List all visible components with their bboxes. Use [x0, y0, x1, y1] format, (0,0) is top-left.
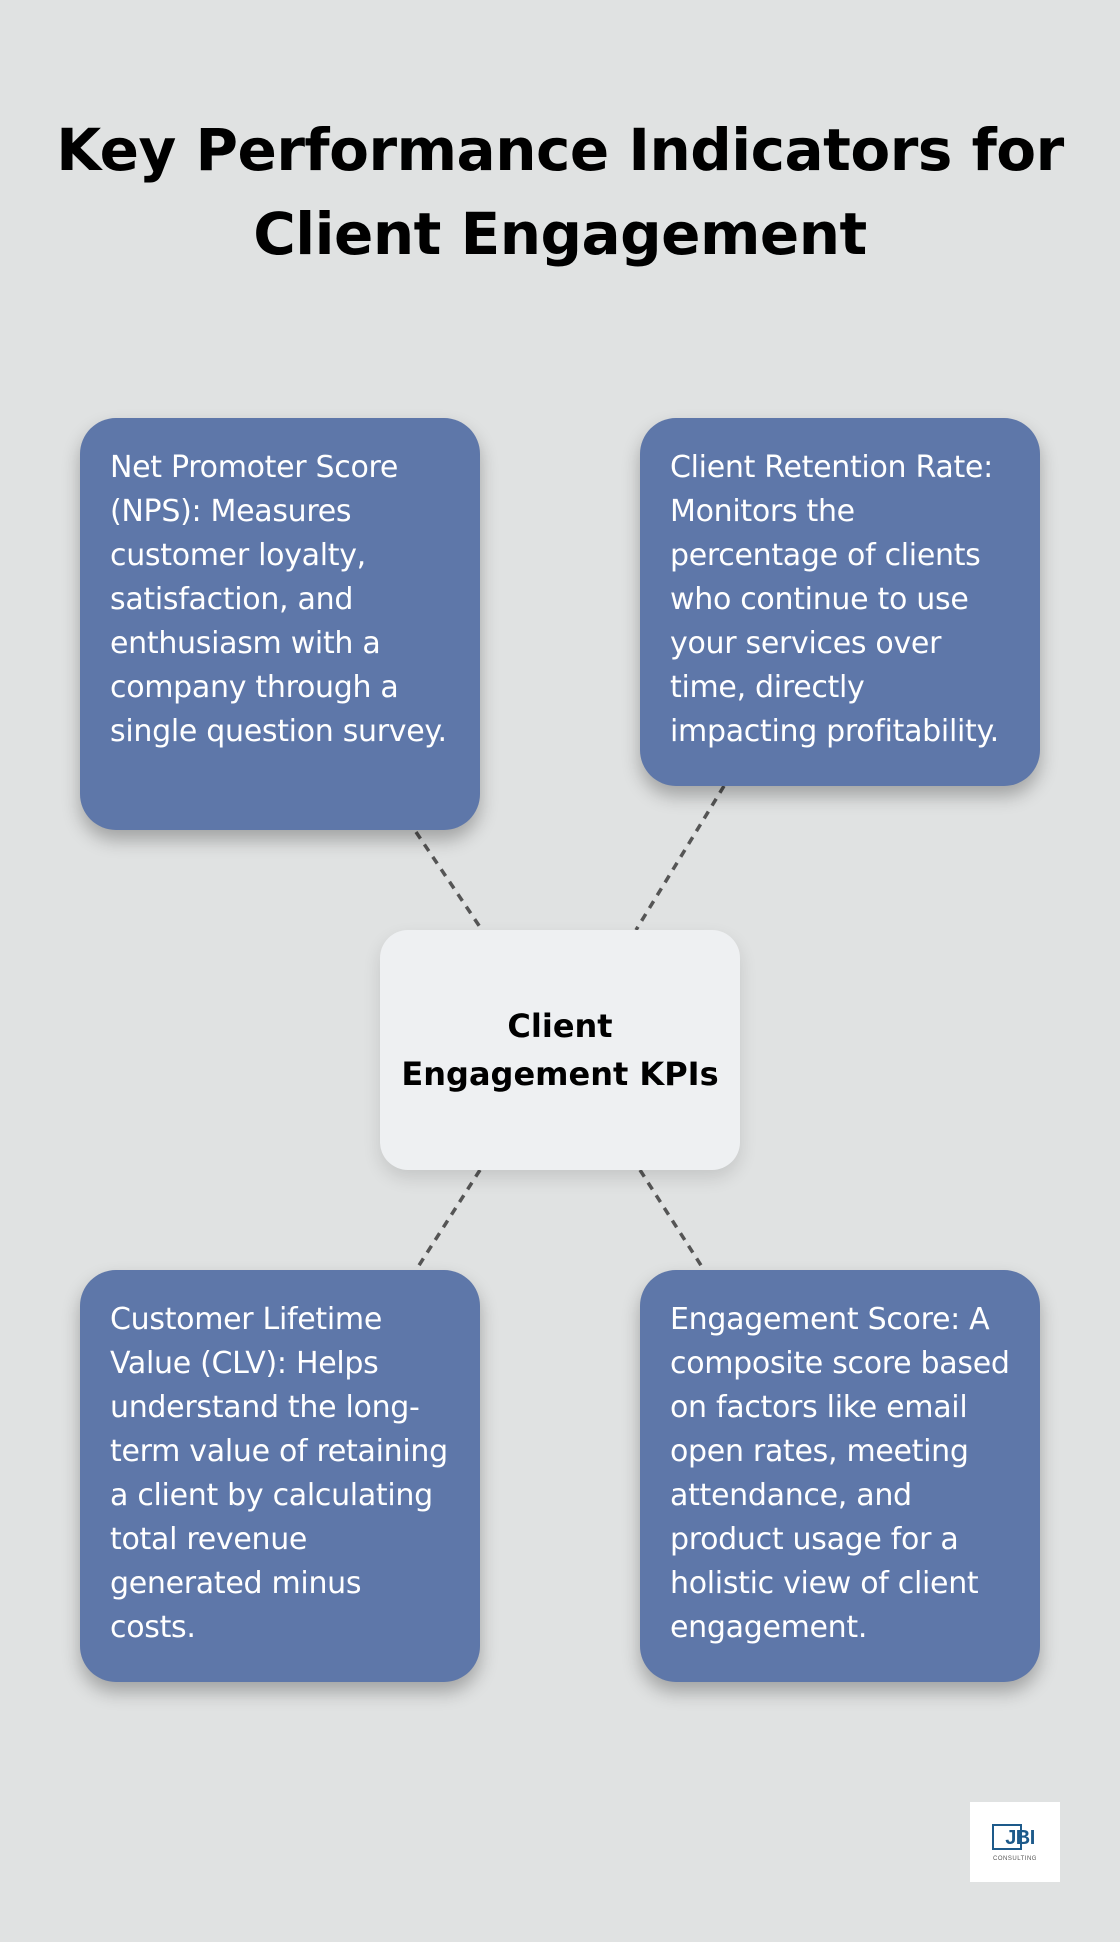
logo-subtitle: CONSULTING [993, 1856, 1037, 1862]
center-node-label: Client Engagement KPIs [401, 1007, 719, 1093]
page-title: Key Performance Indicators for Client En… [56, 116, 1064, 268]
kpi-card-text: Engagement Score: A composite score base… [670, 1302, 1010, 1645]
connector-engagement [638, 1169, 706, 1271]
kpi-card-text: Client Retention Rate: Monitors the perc… [670, 450, 999, 749]
kpi-card-text: Customer Lifetime Value (CLV): Helps und… [110, 1302, 448, 1645]
logo-mark-icon: JBI [990, 1822, 1040, 1854]
logo-letters: JBI [1005, 1826, 1035, 1849]
center-node: Client Engagement KPIs [380, 930, 740, 1170]
connector-clv [414, 1169, 482, 1271]
company-logo: JBI CONSULTING [970, 1802, 1060, 1882]
kpi-card-retention: Client Retention Rate: Monitors the perc… [640, 418, 1040, 786]
kpi-card-engagement: Engagement Score: A composite score base… [640, 1270, 1040, 1682]
kpi-card-text: Net Promoter Score (NPS): Measures custo… [110, 450, 447, 749]
connector-nps [414, 831, 484, 931]
logo-box-icon [992, 1824, 1022, 1850]
connector-retention [634, 785, 726, 931]
kpi-card-nps: Net Promoter Score (NPS): Measures custo… [80, 418, 480, 830]
kpi-card-clv: Customer Lifetime Value (CLV): Helps und… [80, 1270, 480, 1682]
